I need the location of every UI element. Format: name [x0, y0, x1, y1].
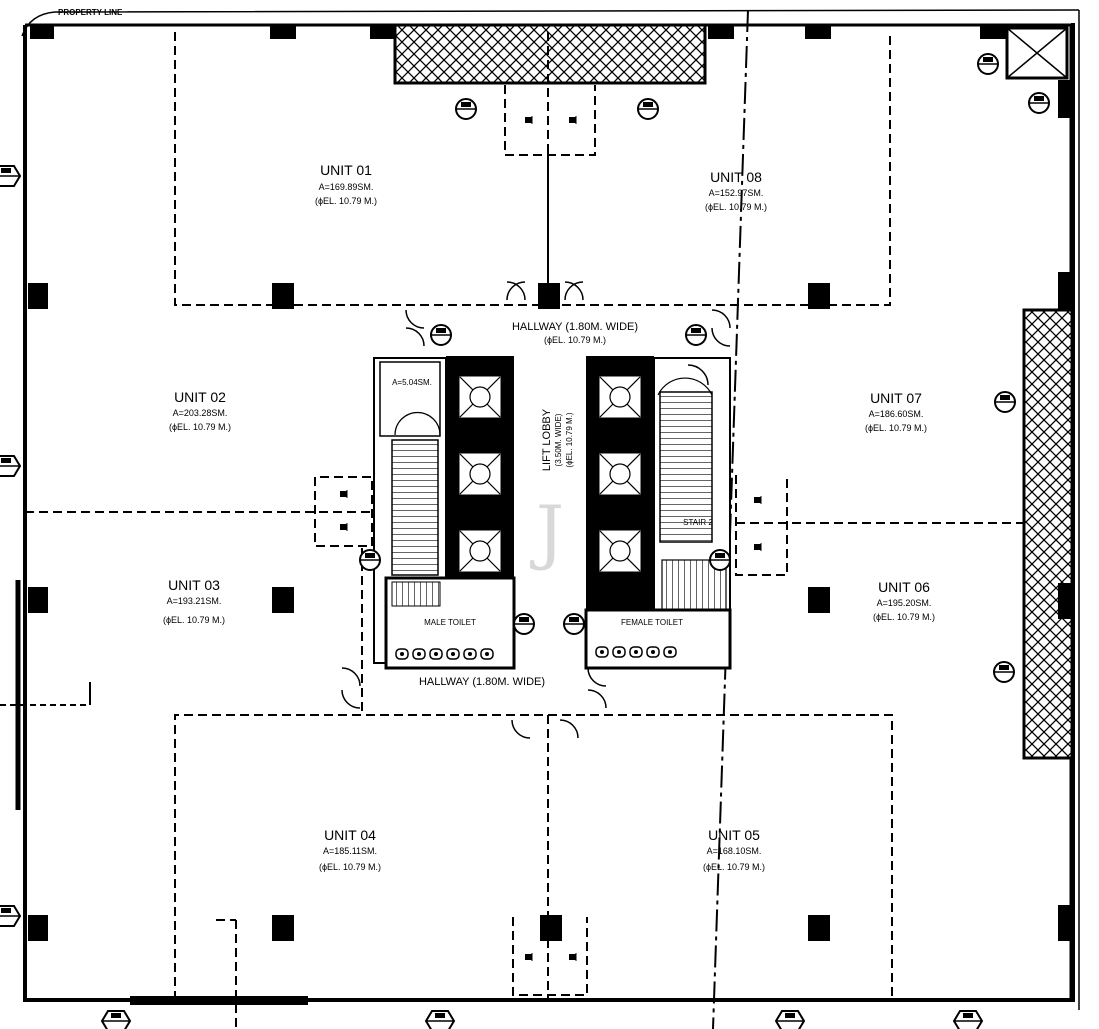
- unit-name: UNIT 08: [710, 169, 762, 185]
- unit-05: UNIT 05 A=168.10SM. (ϕEL. 10.79 M.): [703, 827, 765, 872]
- hallway-top: HALLWAY (1.80M. WIDE) (ϕEL. 10.79 M.): [512, 321, 638, 345]
- unit-elevation: (ϕEL. 10.79 M.): [873, 612, 935, 622]
- structural-columns: [28, 25, 1072, 941]
- unit-elevation: (ϕEL. 10.79 M.): [703, 862, 765, 872]
- hatched-blocks: [393, 23, 1074, 760]
- lift-lobby-label: LIFT LOBBY: [541, 408, 553, 471]
- stair-2-label: STAIR 2: [683, 518, 713, 527]
- unit-area: A=203.28SM.: [173, 408, 228, 418]
- unit-name: UNIT 05: [708, 827, 760, 843]
- hallway-top-label: HALLWAY (1.80M. WIDE): [512, 321, 638, 333]
- female-toilet-label: FEMALE TOILET: [621, 618, 683, 627]
- service-core: [373, 356, 732, 670]
- unit-area: A=195.20SM.: [877, 598, 932, 608]
- unit-name: UNIT 07: [870, 390, 922, 406]
- stair-left-area: A=5.04SM.: [392, 378, 432, 387]
- watermark: J: [530, 491, 564, 573]
- toilet-basins-right: [595, 646, 677, 658]
- unit-elevation: (ϕEL. 10.79 M.): [163, 615, 225, 625]
- hallway-bottom-label: HALLWAY (1.80M. WIDE): [419, 676, 545, 688]
- unit-boundaries: [25, 32, 1024, 1029]
- unit-area: A=193.21SM.: [167, 596, 222, 606]
- unit-elevation: (ϕEL. 10.79 M.): [319, 862, 381, 872]
- unit-area: A=168.10SM.: [707, 846, 762, 856]
- unit-02: UNIT 02 A=203.28SM. (ϕEL. 10.79 M.): [169, 389, 231, 432]
- unit-area: A=186.60SM.: [869, 409, 924, 419]
- unit-area: A=152.97SM.: [709, 188, 764, 198]
- unit-name: UNIT 01: [320, 162, 372, 178]
- unit-elevation: (ϕEL. 10.79 M.): [705, 202, 767, 212]
- doors: [341, 281, 731, 739]
- unit-name: UNIT 02: [174, 389, 226, 405]
- unit-03: UNIT 03 A=193.21SM. (ϕEL. 10.79 M.): [163, 577, 225, 625]
- unit-04: UNIT 04 A=185.11SM. (ϕEL. 10.79 M.): [319, 827, 381, 872]
- lift-lobby-width: (3.50M. WIDE): [554, 413, 563, 466]
- unit-elevation: (ϕEL. 10.79 M.): [865, 423, 927, 433]
- unit-07: UNIT 07 A=186.60SM. (ϕEL. 10.79 M.): [865, 390, 927, 433]
- unit-name: UNIT 03: [168, 577, 220, 593]
- unit-area: A=169.89SM.: [319, 182, 374, 192]
- lift-lobby: LIFT LOBBY (3.50M. WIDE) (ϕEL. 10.79 M.): [541, 408, 574, 471]
- lift-lobby-elevation: (ϕEL. 10.79 M.): [565, 412, 574, 468]
- hallway-top-elevation: (ϕEL. 10.79 M.): [544, 335, 606, 345]
- unit-elevation: (ϕEL. 10.79 M.): [315, 196, 377, 206]
- unit-01: UNIT 01 A=169.89SM. (ϕEL. 10.79 M.): [315, 162, 377, 206]
- unit-name: UNIT 04: [324, 827, 376, 843]
- unit-06: UNIT 06 A=195.20SM. (ϕEL. 10.79 M.): [873, 579, 935, 622]
- property-line-label: PROPERTY LINE: [58, 8, 123, 17]
- male-toilet-label: MALE TOILET: [424, 618, 476, 627]
- unit-area: A=185.11SM.: [323, 846, 377, 856]
- unit-name: UNIT 06: [878, 579, 930, 595]
- unit-08: UNIT 08 A=152.97SM. (ϕEL. 10.79 M.): [705, 169, 767, 212]
- unit-elevation: (ϕEL. 10.79 M.): [169, 422, 231, 432]
